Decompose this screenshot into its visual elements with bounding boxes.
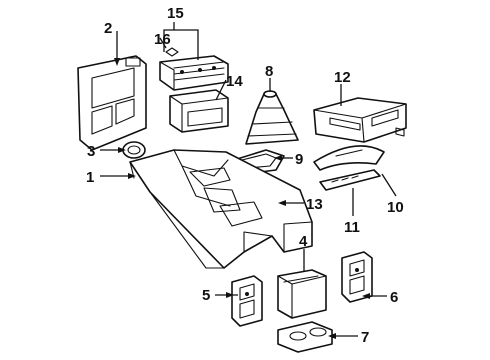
callout-2: 2 xyxy=(104,20,112,37)
callout-7: 7 xyxy=(361,329,369,346)
callout-5: 5 xyxy=(202,287,210,304)
callout-13: 13 xyxy=(306,196,323,213)
shift-boot xyxy=(245,90,299,145)
callout-15: 15 xyxy=(167,5,184,22)
shift-indicator-housing xyxy=(313,97,407,143)
callouts: 2 15 16 14 3 1 8 9 13 12 10 11 4 5 6 7 xyxy=(86,5,404,346)
callout-8: 8 xyxy=(265,63,273,80)
clip-fastener xyxy=(165,47,179,57)
callout-10: 10 xyxy=(387,199,404,216)
callout-3: 3 xyxy=(87,143,95,160)
console-body xyxy=(129,149,313,269)
bezel-trim-panel xyxy=(77,55,147,151)
storage-box xyxy=(169,89,229,133)
radio-unit xyxy=(159,55,229,91)
callout-6: 6 xyxy=(390,289,398,306)
ring-knob xyxy=(122,141,146,159)
cup-holder xyxy=(277,321,333,353)
callout-1: 1 xyxy=(86,169,94,186)
right-bracket xyxy=(341,251,373,303)
callout-4: 4 xyxy=(299,233,308,250)
indicator-plate xyxy=(313,145,385,171)
left-bracket xyxy=(231,275,263,327)
callout-9: 9 xyxy=(295,151,303,168)
coin-tray xyxy=(277,269,327,319)
callout-16: 16 xyxy=(154,31,171,48)
callout-11: 11 xyxy=(344,219,360,236)
arrowheads xyxy=(114,58,370,339)
callout-12: 12 xyxy=(334,69,351,86)
callout-14: 14 xyxy=(226,73,243,90)
indicator-lens xyxy=(319,169,381,191)
